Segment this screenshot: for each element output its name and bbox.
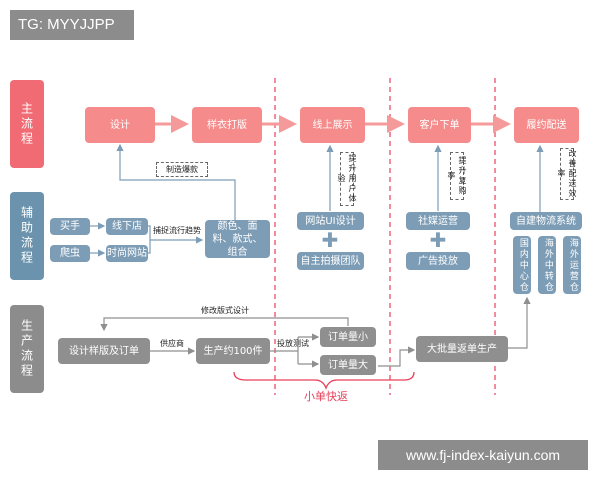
- logistics-system-box: 自建物流系统: [510, 212, 582, 230]
- bulk-reorder-box: 大批量返单生产: [416, 336, 508, 362]
- quick-return-label: 小单快返: [304, 390, 348, 403]
- sample-order-box: 设计样版及订单: [58, 338, 150, 364]
- plus-icon: ✚: [321, 228, 339, 252]
- make-hit-label: 制造爆款: [156, 162, 208, 177]
- source-offline-store: 线下店: [106, 218, 148, 235]
- plus-icon: ✚: [429, 228, 447, 252]
- lane-aux: 辅助流程: [10, 192, 44, 280]
- main-step-display: 线上展示: [300, 107, 365, 143]
- lane-main: 主流程: [10, 80, 44, 168]
- channel-buyer: 买手: [50, 218, 90, 235]
- watermark-tag: TG: MYYJJPP: [10, 10, 134, 40]
- main-step-sample: 样衣打版: [192, 107, 262, 143]
- delivery-efficiency-label: 改善配送效率: [557, 148, 577, 200]
- main-step-delivery: 履约配送: [514, 107, 579, 143]
- channel-crawler: 爬虫: [50, 245, 90, 262]
- watermark-url: www.fj-index-kaiyun.com: [378, 440, 588, 470]
- small-order-box: 订单量小: [320, 327, 376, 347]
- main-step-design: 设计: [85, 107, 155, 143]
- social-media-box: 社媒运营: [406, 212, 470, 230]
- produce-100-box: 生产约100件: [196, 338, 270, 364]
- website-ui-box: 网站UI设计: [297, 212, 364, 230]
- revise-design-label: 修改版式设计: [201, 305, 249, 315]
- lane-production: 生产流程: [10, 305, 44, 393]
- supplier-label: 供应商: [160, 338, 184, 348]
- photo-team-box: 自主拍摄团队: [297, 252, 364, 270]
- elements-box: 颜色、面料、款式、组合: [205, 220, 270, 258]
- main-step-order: 客户下单: [408, 107, 471, 143]
- repurchase-label: 提升复购率: [447, 152, 467, 200]
- warehouse-overseas: 海外运营仓: [563, 236, 581, 294]
- test-label: 投放测试: [277, 338, 309, 348]
- trend-label: 捕捉流行趋势: [153, 225, 201, 235]
- warehouse-transit: 海外中转仓: [538, 236, 556, 294]
- warehouse-domestic: 国内中心仓: [513, 236, 531, 294]
- advertising-box: 广告投放: [406, 252, 470, 270]
- large-order-box: 订单量大: [320, 355, 376, 375]
- source-fashion-site: 时尚网站: [106, 245, 148, 262]
- user-experience-label: 提升用户体验: [337, 152, 357, 206]
